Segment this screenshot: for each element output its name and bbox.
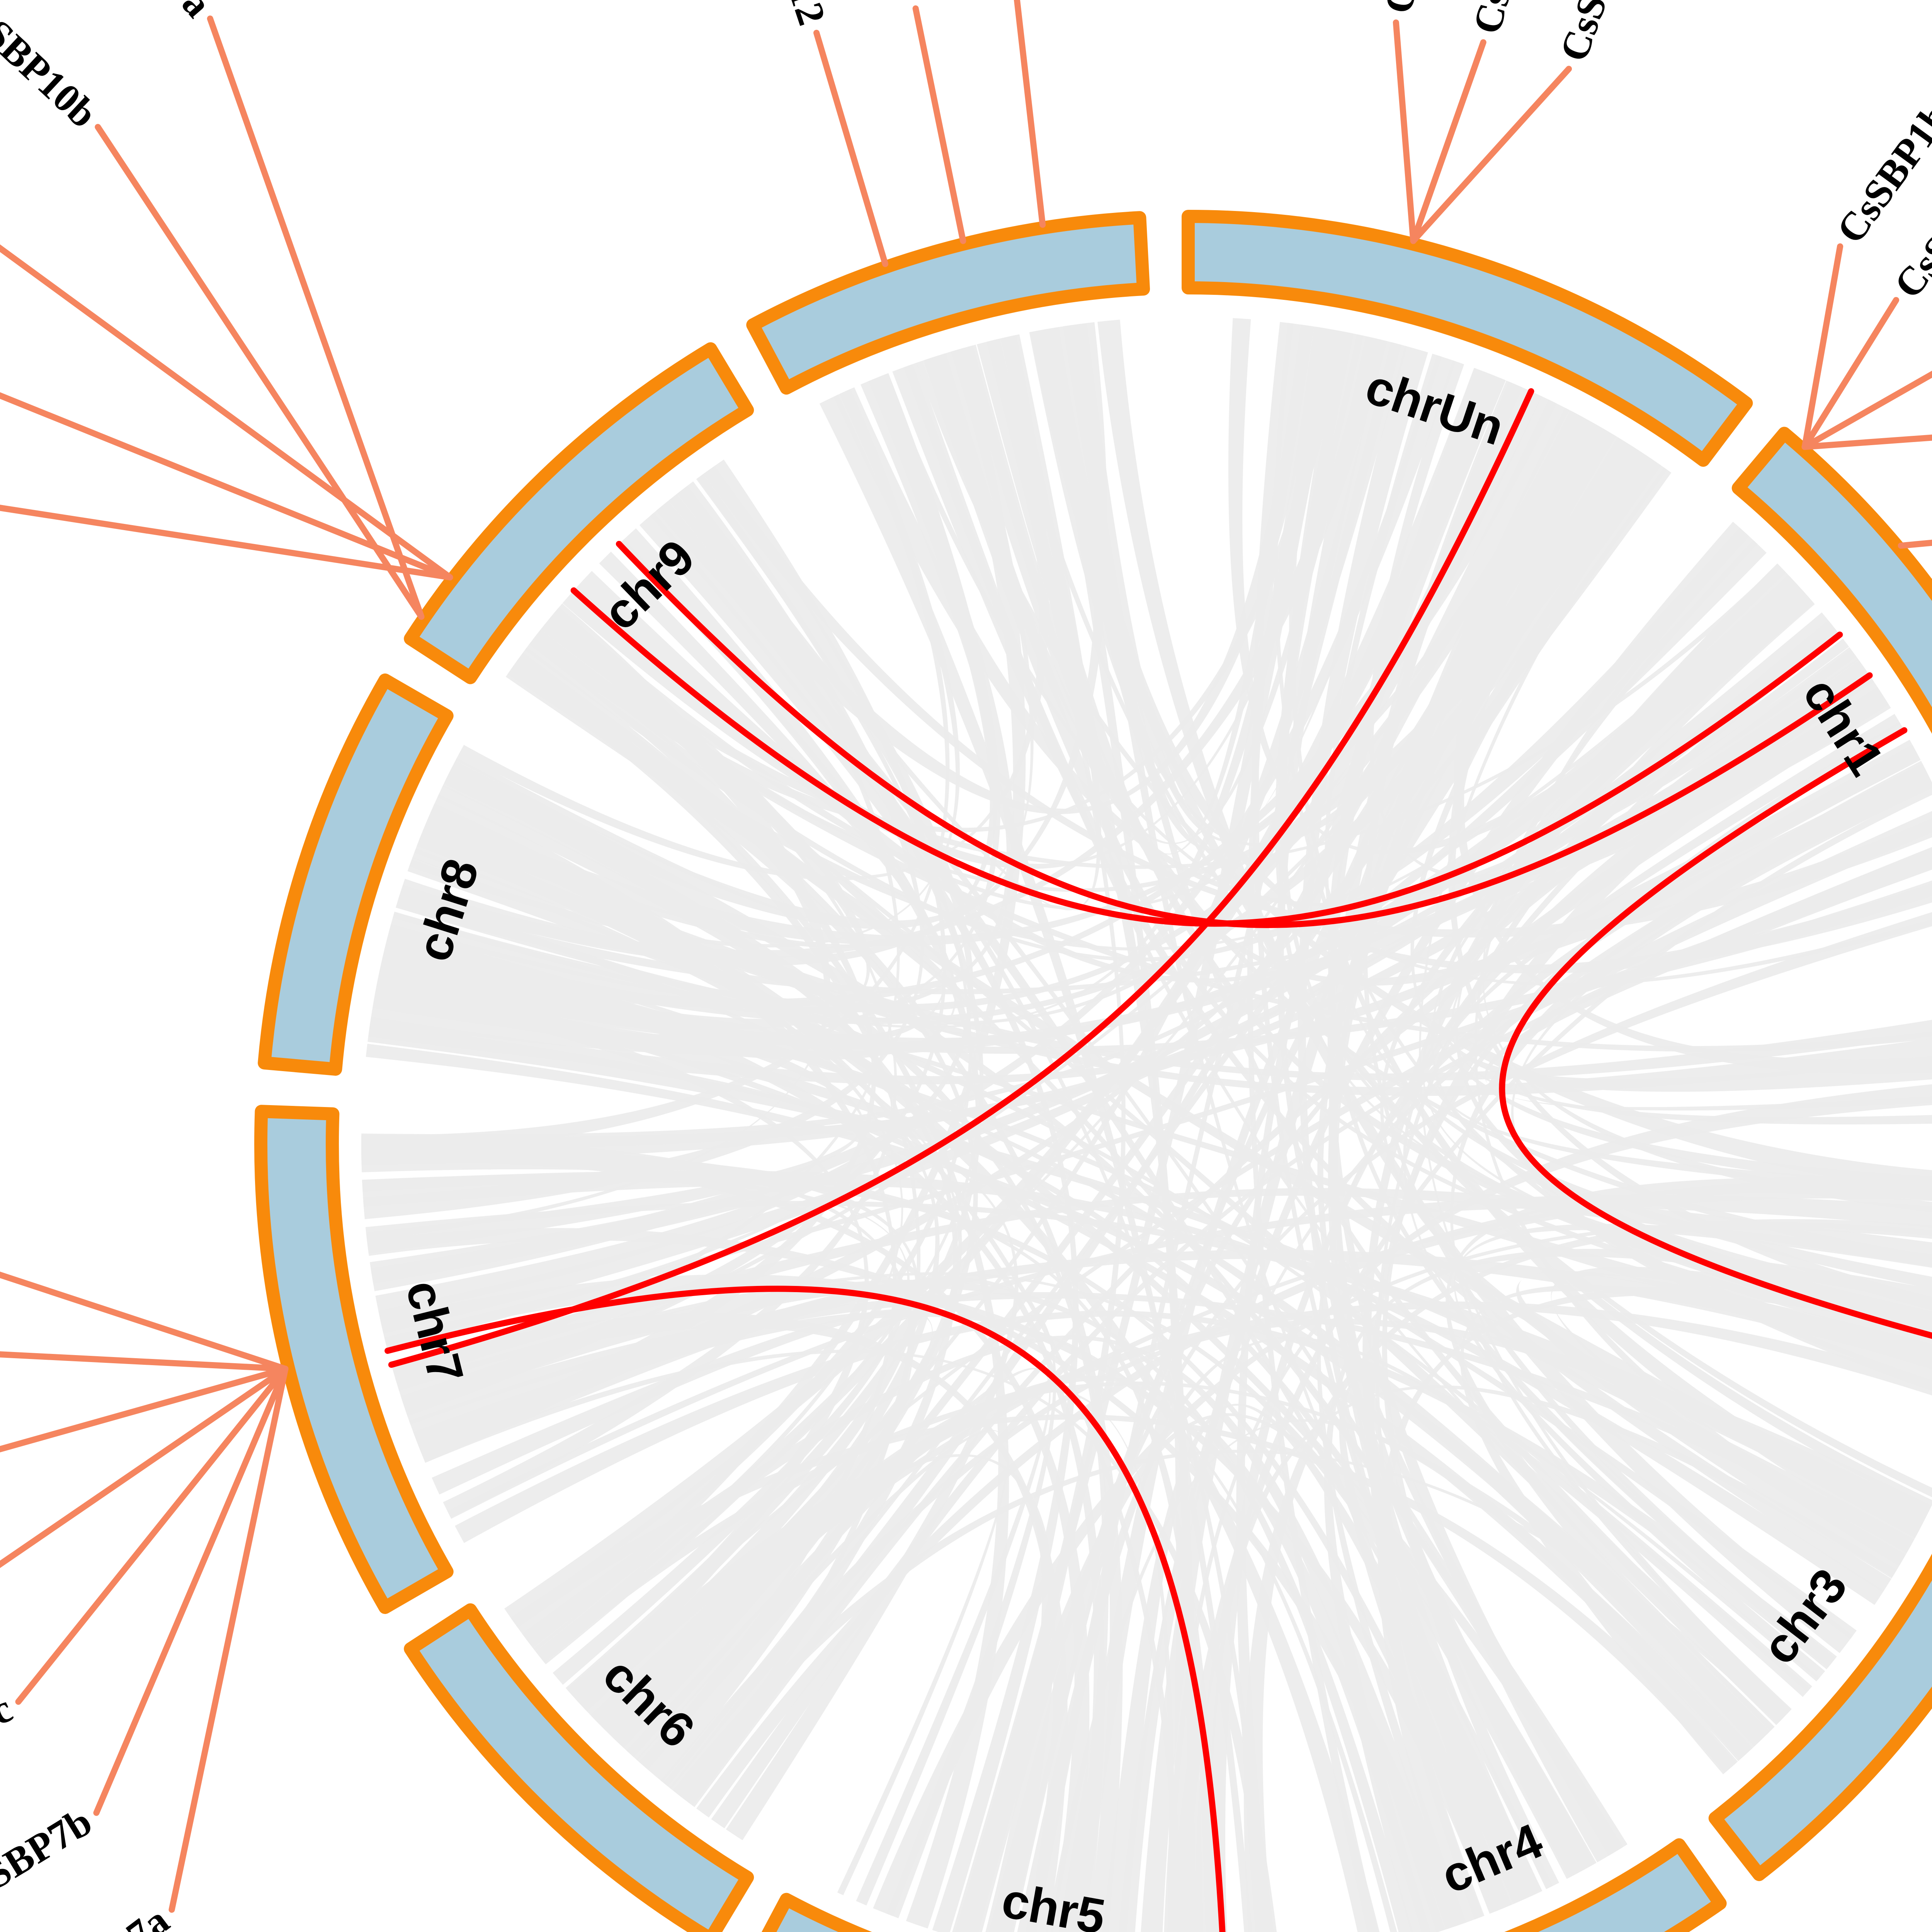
leader-line-CsSBP10b [95,124,425,620]
chromosome-arc-chr6[interactable] [404,1603,754,1932]
collinear-ribbon [1516,1271,1932,1577]
chromosome-arc-chrUn[interactable] [1182,210,1753,467]
collinear-ribbon [1063,323,1506,842]
collinear-ribbon [384,932,1105,1932]
gene-label-CsSBP12[interactable]: CsSBP12 [742,0,834,31]
leader-line-CsSBP9b [0,1351,289,1372]
collinear-ribbons [361,318,1932,1932]
collinear-ribbon [1450,761,1932,1715]
gene-label-CsSBP10a[interactable]: CsSBP10a [70,0,220,26]
collinear-ribbon [673,1450,1781,1799]
leader-line-CsSBP7a [168,1366,289,1913]
leader-line-CsSBP11c [0,505,453,581]
leader-line-CsSBP3 [1898,539,1932,549]
collinear-ribbon [1317,437,1640,1878]
chromosome-arc-chrUn2[interactable] [746,211,1150,395]
leader-line-CsSBP7b [93,1366,289,1816]
chromosome-arc-chr4[interactable] [1352,1838,1727,1932]
gene-label-CsSBP15b[interactable]: CsSBP15b [1464,0,1554,38]
gene-label-CsSBP1b[interactable]: CsSBP1b [1828,95,1932,251]
leader-line-CsSBP9a [0,1366,289,1452]
leader-line-CsSBP13 [912,5,966,244]
gene-label-CsSBP15a[interactable]: CsSBP15a [1376,0,1452,17]
leader-line-CsSBP14 [1014,0,1046,228]
duplicated-gene-links [384,388,1932,1932]
leader-line-CsSBP8 [0,1366,289,1568]
collinear-ribbon [414,835,1932,1096]
chromosome-arc-chr1[interactable] [1731,427,1932,922]
leader-line-CsSBP15b [1410,39,1486,244]
leader-line-CsSBP9c [0,1271,289,1372]
collinear-ribbon [505,663,1925,1538]
gene-label-CsSBP7a[interactable]: CsSBP7a [24,1898,177,1932]
duplicated-gene-link[interactable] [384,1286,1226,1932]
collinear-ribbon [371,355,1456,1291]
collinear-ribbon [526,347,1026,1651]
collinear-ribbon [374,979,1595,1871]
collinear-ribbon [577,1454,1055,1932]
gene-label-CsSBP15c[interactable]: CsSBP15c [1551,0,1652,67]
collinear-ribbon [389,411,1590,1013]
collinear-ribbon [534,446,1651,892]
leader-line-CsSBP15a [1393,19,1417,244]
collinear-ribbon [1328,380,1543,1902]
collinear-ribbon [372,551,957,1060]
gene-label-CsSBP7b[interactable]: CsSBP7b [0,1799,99,1921]
collinear-ribbon [519,647,1123,1932]
duplicated-gene-link[interactable] [1499,727,1932,1351]
leader-line-CsSBP2 [1801,434,1932,450]
leader-line-CsSBP10a [207,15,425,620]
collinear-ribbon [399,322,1107,966]
leader-line-CsSBP15c [1410,66,1572,244]
chromosome-arc-chr7[interactable] [254,1105,454,1614]
collinear-ribbon [377,607,870,1030]
chromosome-arcs [254,210,1932,1932]
chromosome-arc-chr3[interactable] [1708,1478,1932,1881]
duplicated-gene-link[interactable] [388,388,1534,1368]
leader-line-CsSBP12 [813,29,889,267]
gene-label-CsSBP10b[interactable]: CsSBP10b [0,0,105,136]
chromosome-arc-chr5[interactable] [753,1893,1317,1932]
chromosome-arc-chr9[interactable] [404,342,754,684]
leader-line-CsSBP1c [1801,297,1900,450]
collinear-ribbon [1332,423,1616,1878]
collinear-ribbon [988,335,1196,1932]
chromosome-arc-chr8[interactable] [258,673,454,1076]
leader-line-CsSBP11a [0,244,453,581]
collinear-ribbon [514,655,1009,1929]
collinear-ribbon [370,658,1872,1057]
leader-line-CsSBP1a [1801,371,1932,450]
leader-line-CsSBP11b [0,392,453,581]
gene-label-CsSBP13[interactable]: CsSBP13 [855,0,935,4]
leader-line-CsSBP1b [1801,243,1844,450]
collinear-ribbon [1277,336,1621,1856]
leader-line-CsSBP7c [15,1366,289,1705]
